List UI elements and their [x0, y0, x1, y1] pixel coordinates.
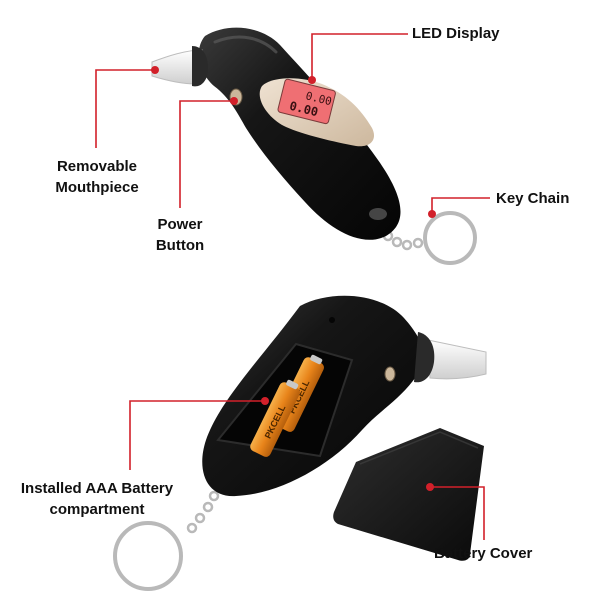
callout-key-chain: [431, 197, 490, 214]
device-back: PKCELL PKCELL: [113, 295, 487, 591]
callout-battery-cover: [430, 486, 485, 540]
key-chain: [382, 211, 477, 265]
label-mouthpiece-line-1: Removable: [56, 158, 138, 175]
label-power-button-line-2: Button: [155, 237, 205, 254]
callout-dots: [151, 66, 436, 491]
label-mouthpiece: Removable Mouthpiece: [22, 156, 172, 198]
label-power-button: Power Button: [140, 214, 220, 256]
label-mouthpiece-line-2: Mouthpiece: [55, 179, 139, 196]
label-key-chain: Key Chain: [496, 190, 570, 207]
callout-battery-compartment: [129, 400, 265, 470]
callout-power-button: [179, 100, 234, 208]
label-led-display: LED Display: [412, 25, 500, 42]
key-chain-bottom: [113, 490, 220, 591]
label-battery-cover: Battery Cover: [434, 545, 533, 562]
label-battery-compartment: Installed AAA Battery compartment: [2, 478, 192, 520]
device-body: [198, 27, 401, 240]
label-power-button-line-1: Power: [157, 216, 203, 233]
mouthpiece-back: [427, 339, 487, 380]
callouts: [95, 33, 490, 540]
label-battery-compartment-line-2: compartment: [49, 501, 145, 518]
device-front: 0.00 0.00: [151, 27, 477, 265]
battery-cover: [333, 428, 484, 561]
display-reading-1: 0.00: [304, 89, 333, 108]
label-battery-compartment-line-1: Installed AAA Battery: [20, 480, 174, 497]
display-reading-2: 0.00: [288, 99, 319, 120]
led-display-screen: [277, 78, 336, 125]
callout-mouthpiece: [95, 69, 155, 148]
callout-led-display: [311, 33, 408, 80]
